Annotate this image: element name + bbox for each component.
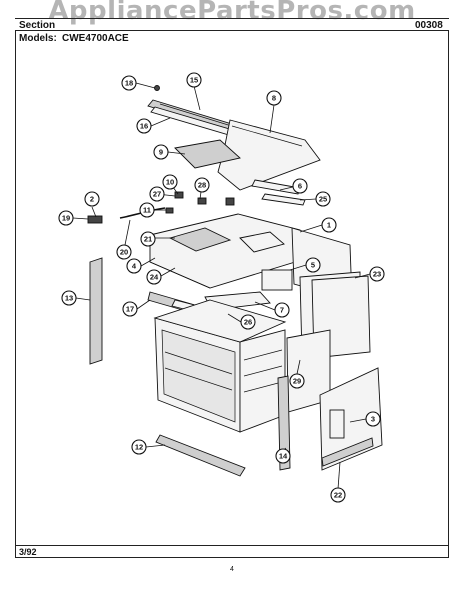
callout-15: 15 [186,72,202,88]
callout-21: 21 [140,231,156,247]
callout-27: 27 [149,186,165,202]
callout-18-label: 18 [125,79,133,88]
callout-4-label: 4 [132,262,137,271]
part-side-strip [251,179,306,206]
callout-24: 24 [146,269,162,285]
callout-27-label: 27 [153,190,161,199]
callout-15-label: 15 [190,76,198,85]
callout-25: 25 [315,191,331,207]
callout-3-label: 3 [371,415,375,424]
callout-20-label: 20 [120,248,128,257]
part-side-trim-left [89,257,103,365]
callout-26: 26 [240,314,256,330]
callout-8-label: 8 [272,94,276,103]
part-switches [165,191,235,214]
part-bottom-trim [155,434,246,477]
callout-2-label: 2 [90,195,94,204]
callout-10-label: 10 [166,178,174,187]
page-number: 4 [230,566,234,573]
callout-5: 5 [305,257,321,273]
diagram-frame [15,30,449,558]
callout-28-label: 28 [198,181,206,190]
callout-19-label: 19 [62,214,70,223]
callout-11-label: 11 [143,206,151,215]
callout-10: 10 [162,174,178,190]
callout-14-label: 14 [279,452,288,461]
part-chassis-top [149,213,301,289]
callout-7: 7 [274,302,290,318]
callout-29-label: 29 [293,377,301,386]
callout-16: 16 [136,118,152,134]
callout-12: 12 [131,439,147,455]
callout-6: 6 [292,178,308,194]
callout-23-label: 23 [373,270,381,279]
callout-21-label: 21 [144,235,152,244]
header-rule [15,18,449,19]
part-side-trim-right [277,375,291,471]
callout-1: 1 [321,217,337,233]
model-number: CWE4700ACE [62,33,129,44]
callout-9: 9 [153,144,169,160]
revision-date: 3/92 [19,547,37,557]
footer-rule [15,545,449,546]
section-label: Section [19,20,56,31]
callout-22-label: 22 [334,491,342,500]
callout-28: 28 [194,177,210,193]
callout-17-label: 17 [126,305,134,314]
callout-5-label: 5 [311,261,315,270]
callout-20: 20 [116,244,132,260]
callout-19: 19 [58,210,74,226]
part-rear-panel [319,367,383,471]
callout-4: 4 [126,258,142,274]
callout-1-label: 1 [327,221,331,230]
part-oven-cavity [153,299,287,433]
models-label: Models: [19,33,57,44]
callout-17: 17 [122,301,138,317]
callout-9-label: 9 [159,148,163,157]
callout-11: 11 [139,202,155,218]
callout-13-label: 13 [65,294,73,303]
callout-16-label: 16 [140,122,148,131]
callout-6-label: 6 [298,182,302,191]
callout-3: 3 [365,411,381,427]
callout-26-label: 26 [244,318,252,327]
callout-2: 2 [84,191,100,207]
callout-14: 14 [275,448,291,464]
callout-8: 8 [266,90,282,106]
callout-13: 13 [61,290,77,306]
part-screw [154,85,160,91]
watermark-text: AppliancePartsPros.com [48,0,416,26]
callout-23: 23 [369,266,385,282]
callout-7-label: 7 [280,306,284,315]
callout-22: 22 [330,487,346,503]
callout-25-label: 25 [319,195,327,204]
callout-29: 29 [289,373,305,389]
diagram-part-number: 00308 [415,20,443,31]
part-insulation [174,139,241,169]
callout-12-label: 12 [135,443,143,452]
callout-24-label: 24 [150,273,159,282]
callout-18: 18 [121,75,137,91]
